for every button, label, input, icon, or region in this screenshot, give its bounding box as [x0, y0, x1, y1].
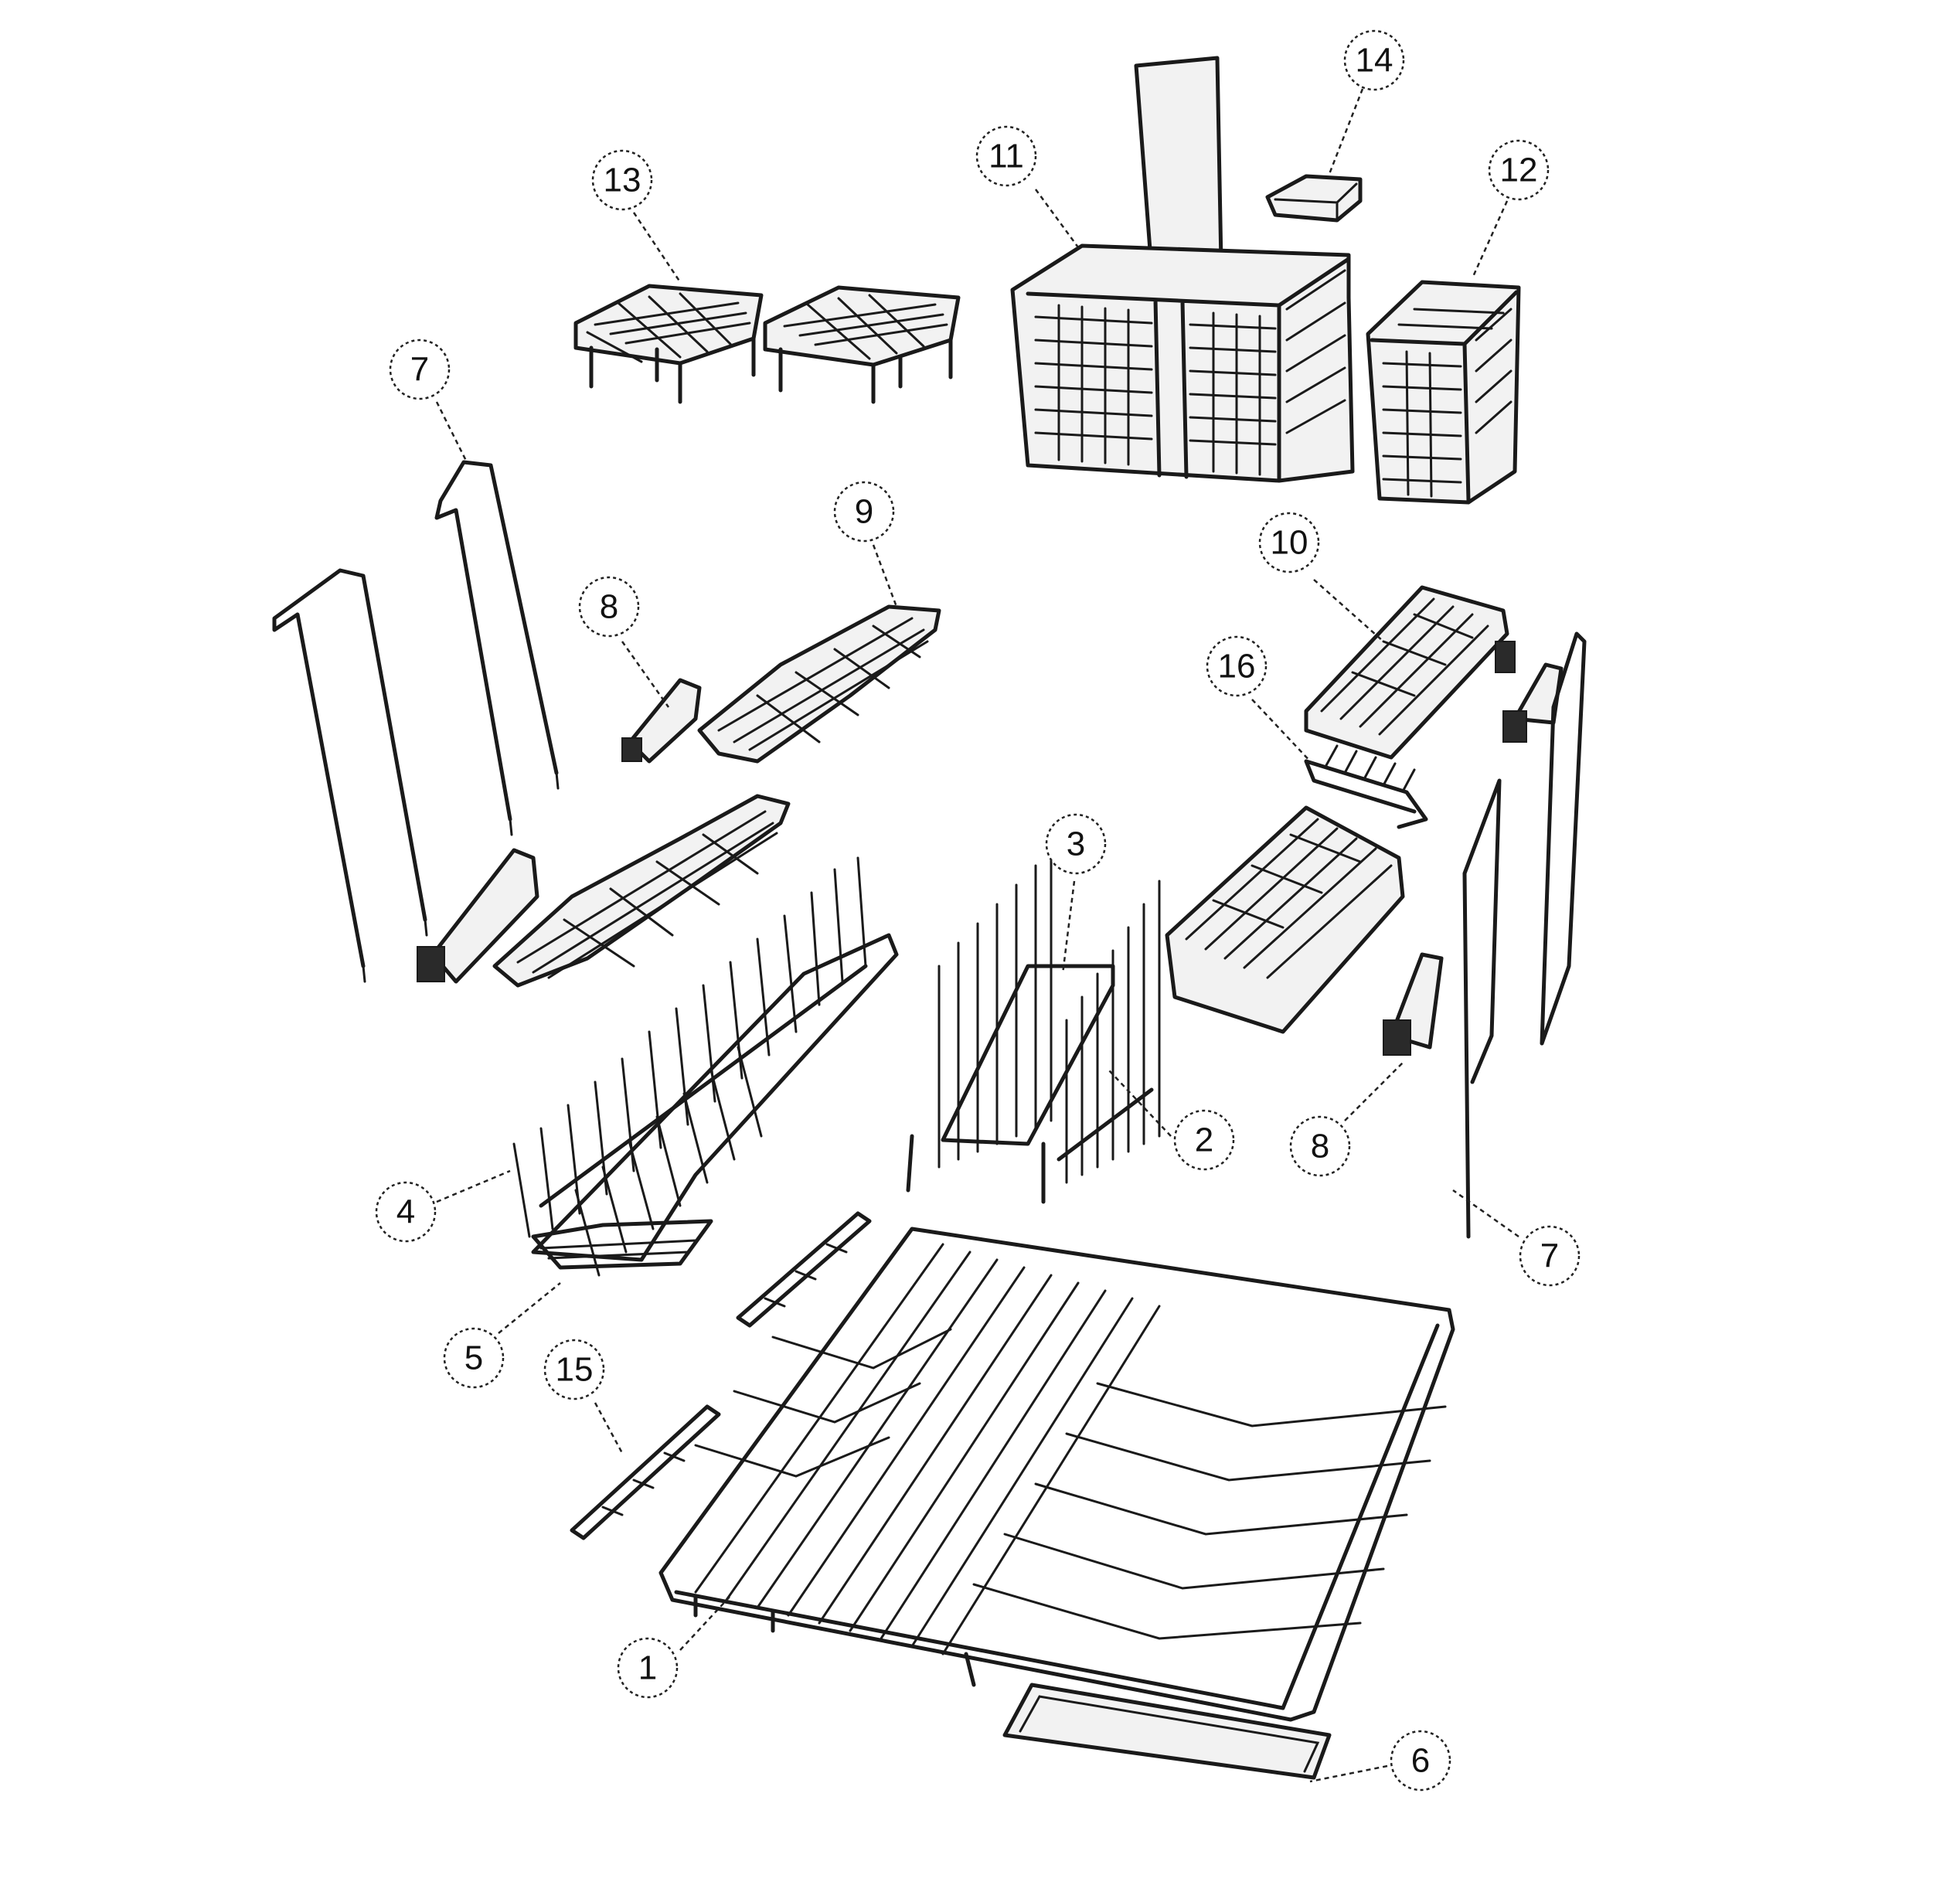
callout-bubble-7-right [1519, 1225, 1581, 1287]
part-16-comb-insert [1304, 744, 1428, 829]
callout-label-6: 6 [1411, 1742, 1430, 1780]
leader-lines [435, 88, 1519, 1783]
part-6-front-trim [1002, 1683, 1332, 1780]
leader-8b [1344, 1062, 1404, 1121]
callout-bubble-6 [1390, 1730, 1451, 1792]
callout-bubble-14 [1343, 29, 1405, 91]
part-12-small-basket [1366, 280, 1521, 505]
callout-bubble-8-right [1289, 1115, 1351, 1177]
callout-16: 16 [1206, 635, 1268, 697]
basket-11-grid [1034, 269, 1346, 476]
callout-4: 4 [375, 1181, 437, 1243]
callout-label-10: 10 [1271, 524, 1308, 562]
callout-3: 3 [1045, 813, 1107, 875]
callout-label-2: 2 [1195, 1121, 1213, 1159]
leader-6 [1309, 1764, 1388, 1783]
callout-15: 15 [543, 1339, 605, 1400]
callout-bubble-4 [375, 1181, 437, 1243]
leader-1 [679, 1595, 731, 1651]
callout-bubble-15 [543, 1339, 605, 1400]
leader-12 [1471, 200, 1509, 279]
callout-label-8-left: 8 [600, 588, 618, 626]
leader-3 [1061, 880, 1076, 975]
callout-12: 12 [1488, 139, 1550, 201]
callout-bubble-11 [975, 125, 1037, 187]
callout-bubble-8-left [578, 576, 640, 638]
part-8-clip-left-top [621, 678, 702, 764]
callout-13: 13 [591, 149, 653, 211]
leader-13 [632, 212, 682, 283]
part-9-folding-shelf-upper [697, 604, 941, 764]
leader-4 [436, 1169, 511, 1203]
callout-bubble-3 [1045, 813, 1107, 875]
leader-7a [435, 401, 469, 464]
callout-9: 9 [833, 481, 895, 543]
callout-5: 5 [443, 1327, 505, 1389]
callout-label-3: 3 [1067, 825, 1085, 863]
callout-bubble-1 [617, 1637, 679, 1699]
leader-10 [1313, 579, 1384, 642]
callout-11: 11 [975, 125, 1037, 187]
part-8-clip-right-top [1502, 662, 1564, 743]
callout-label-9: 9 [855, 493, 873, 531]
part-1-main-rack [658, 1227, 1455, 1722]
callout-label-15: 15 [556, 1351, 594, 1389]
leader-11 [1034, 189, 1080, 248]
callout-bubble-9 [833, 481, 895, 543]
part-10-flip-shelf-lower [1165, 805, 1405, 1034]
callout-8-left: 8 [578, 576, 640, 638]
part-5-rack-base [531, 1219, 713, 1270]
leader-14 [1328, 88, 1364, 175]
part-9-folding-shelf-lower [492, 794, 791, 988]
callout-label-7-left: 7 [410, 351, 429, 389]
part-13-grid-shelves [573, 284, 961, 404]
part-2-tine-row [1057, 880, 1161, 1184]
part-4-tine-rack [512, 856, 899, 1277]
callout-label-7-right: 7 [1540, 1237, 1559, 1275]
callout-label-1: 1 [638, 1649, 657, 1687]
leader-16 [1251, 699, 1315, 766]
callout-bubble-10 [1258, 512, 1320, 573]
part-11-cutlery-basket [1010, 56, 1355, 483]
callout-label-5: 5 [464, 1339, 483, 1377]
callout-label-13: 13 [604, 162, 641, 199]
leader-5 [498, 1282, 561, 1334]
leader-9 [872, 544, 898, 607]
callout-label-4: 4 [396, 1193, 415, 1231]
callout-14: 14 [1343, 29, 1405, 91]
grid-shelf-right [763, 285, 961, 404]
part-7-wire-uprights-left [272, 460, 560, 983]
callout-bubble-13 [591, 149, 653, 211]
leader-8a [621, 641, 670, 708]
grid-shelf-left [573, 284, 764, 404]
part-8-clip-right-bottom [1383, 952, 1444, 1056]
part-14-small-insert [1265, 174, 1363, 223]
callout-bubble-5 [443, 1327, 505, 1389]
callout-label-12: 12 [1500, 151, 1538, 189]
callout-label-11: 11 [989, 138, 1024, 175]
callout-bubble-16 [1206, 635, 1268, 697]
part-8-clip-left-bottom [417, 848, 539, 984]
callout-label-14: 14 [1356, 42, 1393, 80]
callout-label-8-right: 8 [1311, 1128, 1329, 1165]
callout-8-right: 8 [1289, 1115, 1351, 1177]
callout-2: 2 [1173, 1109, 1235, 1171]
part-10-flip-shelf-upper [1304, 585, 1516, 760]
callout-label-16: 16 [1218, 648, 1256, 686]
callout-bubble-12 [1488, 139, 1550, 201]
callout-7-right: 7 [1519, 1225, 1581, 1287]
callout-6: 6 [1390, 1730, 1451, 1792]
callout-bubble-7-left [389, 339, 451, 400]
leader-15 [594, 1402, 624, 1454]
callout-7-left: 7 [389, 339, 451, 400]
callout-bubble-2 [1173, 1109, 1235, 1171]
part-7-wire-uprights-right [1462, 631, 1587, 1239]
part-15-hook-rails [570, 1211, 872, 1540]
callout-1: 1 [617, 1637, 679, 1699]
leader-2 [1108, 1070, 1172, 1137]
leader-7b [1452, 1189, 1519, 1238]
callout-10: 10 [1258, 512, 1320, 573]
